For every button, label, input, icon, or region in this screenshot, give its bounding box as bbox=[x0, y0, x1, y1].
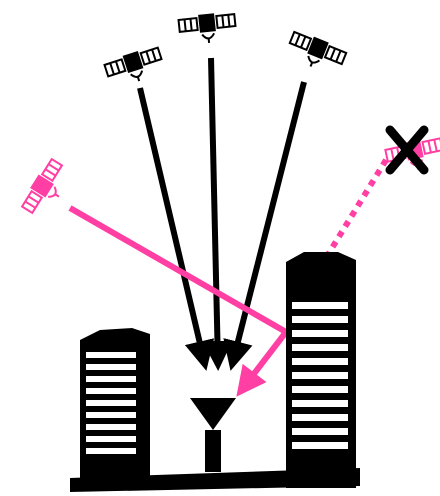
satellite-icon bbox=[20, 157, 74, 220]
direct-path-2 bbox=[211, 58, 218, 365]
satellite-icon bbox=[178, 11, 237, 46]
satellite-icon bbox=[285, 29, 348, 77]
reflected-path-outgoing bbox=[240, 332, 286, 392]
building-left bbox=[80, 328, 150, 478]
direct-path-1 bbox=[140, 88, 205, 365]
building-right bbox=[286, 252, 356, 488]
satellite-icon bbox=[104, 45, 166, 90]
antenna-icon bbox=[190, 398, 236, 472]
